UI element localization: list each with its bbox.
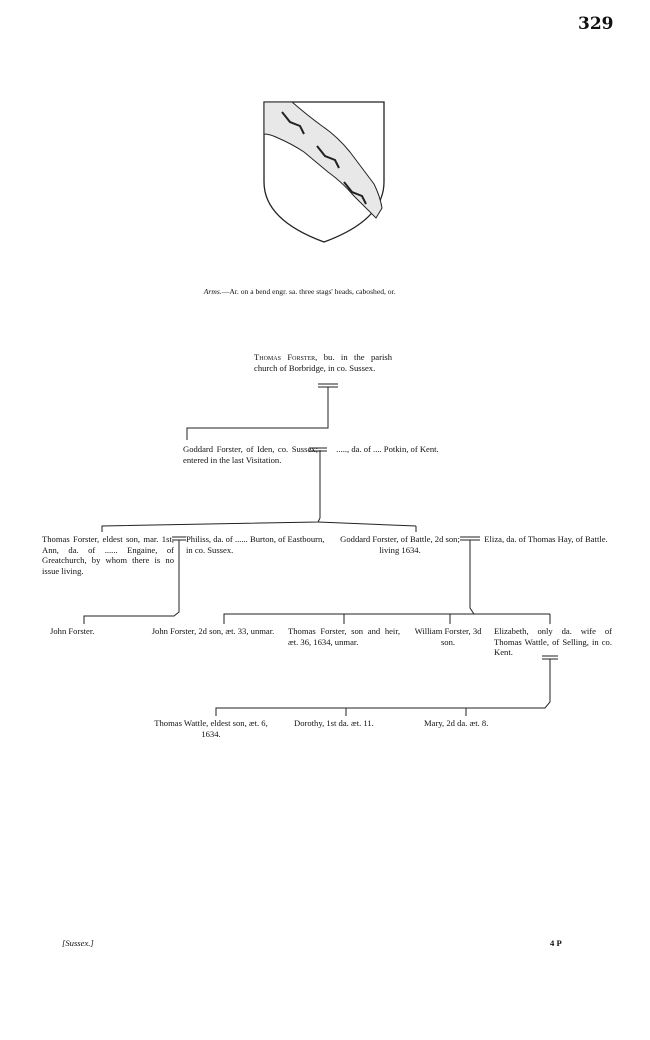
john-forster-2d-son: John Forster, 2d son, æt. 33, unmar.: [151, 626, 275, 636]
goddard-forster-of-iden: Goddard Forster, of Iden, co. Sussex; en…: [183, 444, 318, 465]
elizabeth-wattle: Elizabeth, only da. wife of Thomas Wattl…: [494, 626, 612, 658]
dorothy-wattle: Dorothy, 1st da. æt. 11.: [294, 718, 374, 728]
arms-label: Arms.: [203, 286, 222, 296]
philiss-burton: Philiss, da. of ...... Burton, of Eastbo…: [186, 534, 325, 555]
goddard-forster-of-battle: Goddard Forster, of Battle, 2d son; livi…: [340, 534, 460, 555]
potkin-wife: ....., da. of .... Potkin, of Kent.: [336, 444, 439, 454]
page-number: 329: [578, 14, 614, 34]
county-footer: [Sussex.]: [62, 938, 94, 948]
eliza-hay: Eliza, da. of Thomas Hay, of Battle.: [484, 534, 608, 544]
mary-wattle: Mary, 2d da. æt. 8.: [424, 718, 489, 728]
thomas-wattle: Thomas Wattle, eldest son, æt. 6, 1634.: [154, 718, 268, 739]
john-forster-1: John Forster.: [50, 626, 95, 636]
thomas-forster-sr: Thomas Forster, bu. in the parish church…: [254, 352, 393, 373]
thomas-forster-eldest-son: Thomas Forster, eldest son, mar. 1st, An…: [42, 534, 174, 576]
arms-blazon: —Ar. on a bend engr. sa. three stags' he…: [221, 286, 396, 296]
coat-of-arms-shield: [263, 101, 385, 243]
william-forster: William Forster, 3d son.: [414, 626, 482, 647]
thomas-forster-heir: Thomas Forster, son and heir, æt. 36, 16…: [288, 626, 400, 647]
signature-mark: 4 P: [550, 938, 562, 948]
